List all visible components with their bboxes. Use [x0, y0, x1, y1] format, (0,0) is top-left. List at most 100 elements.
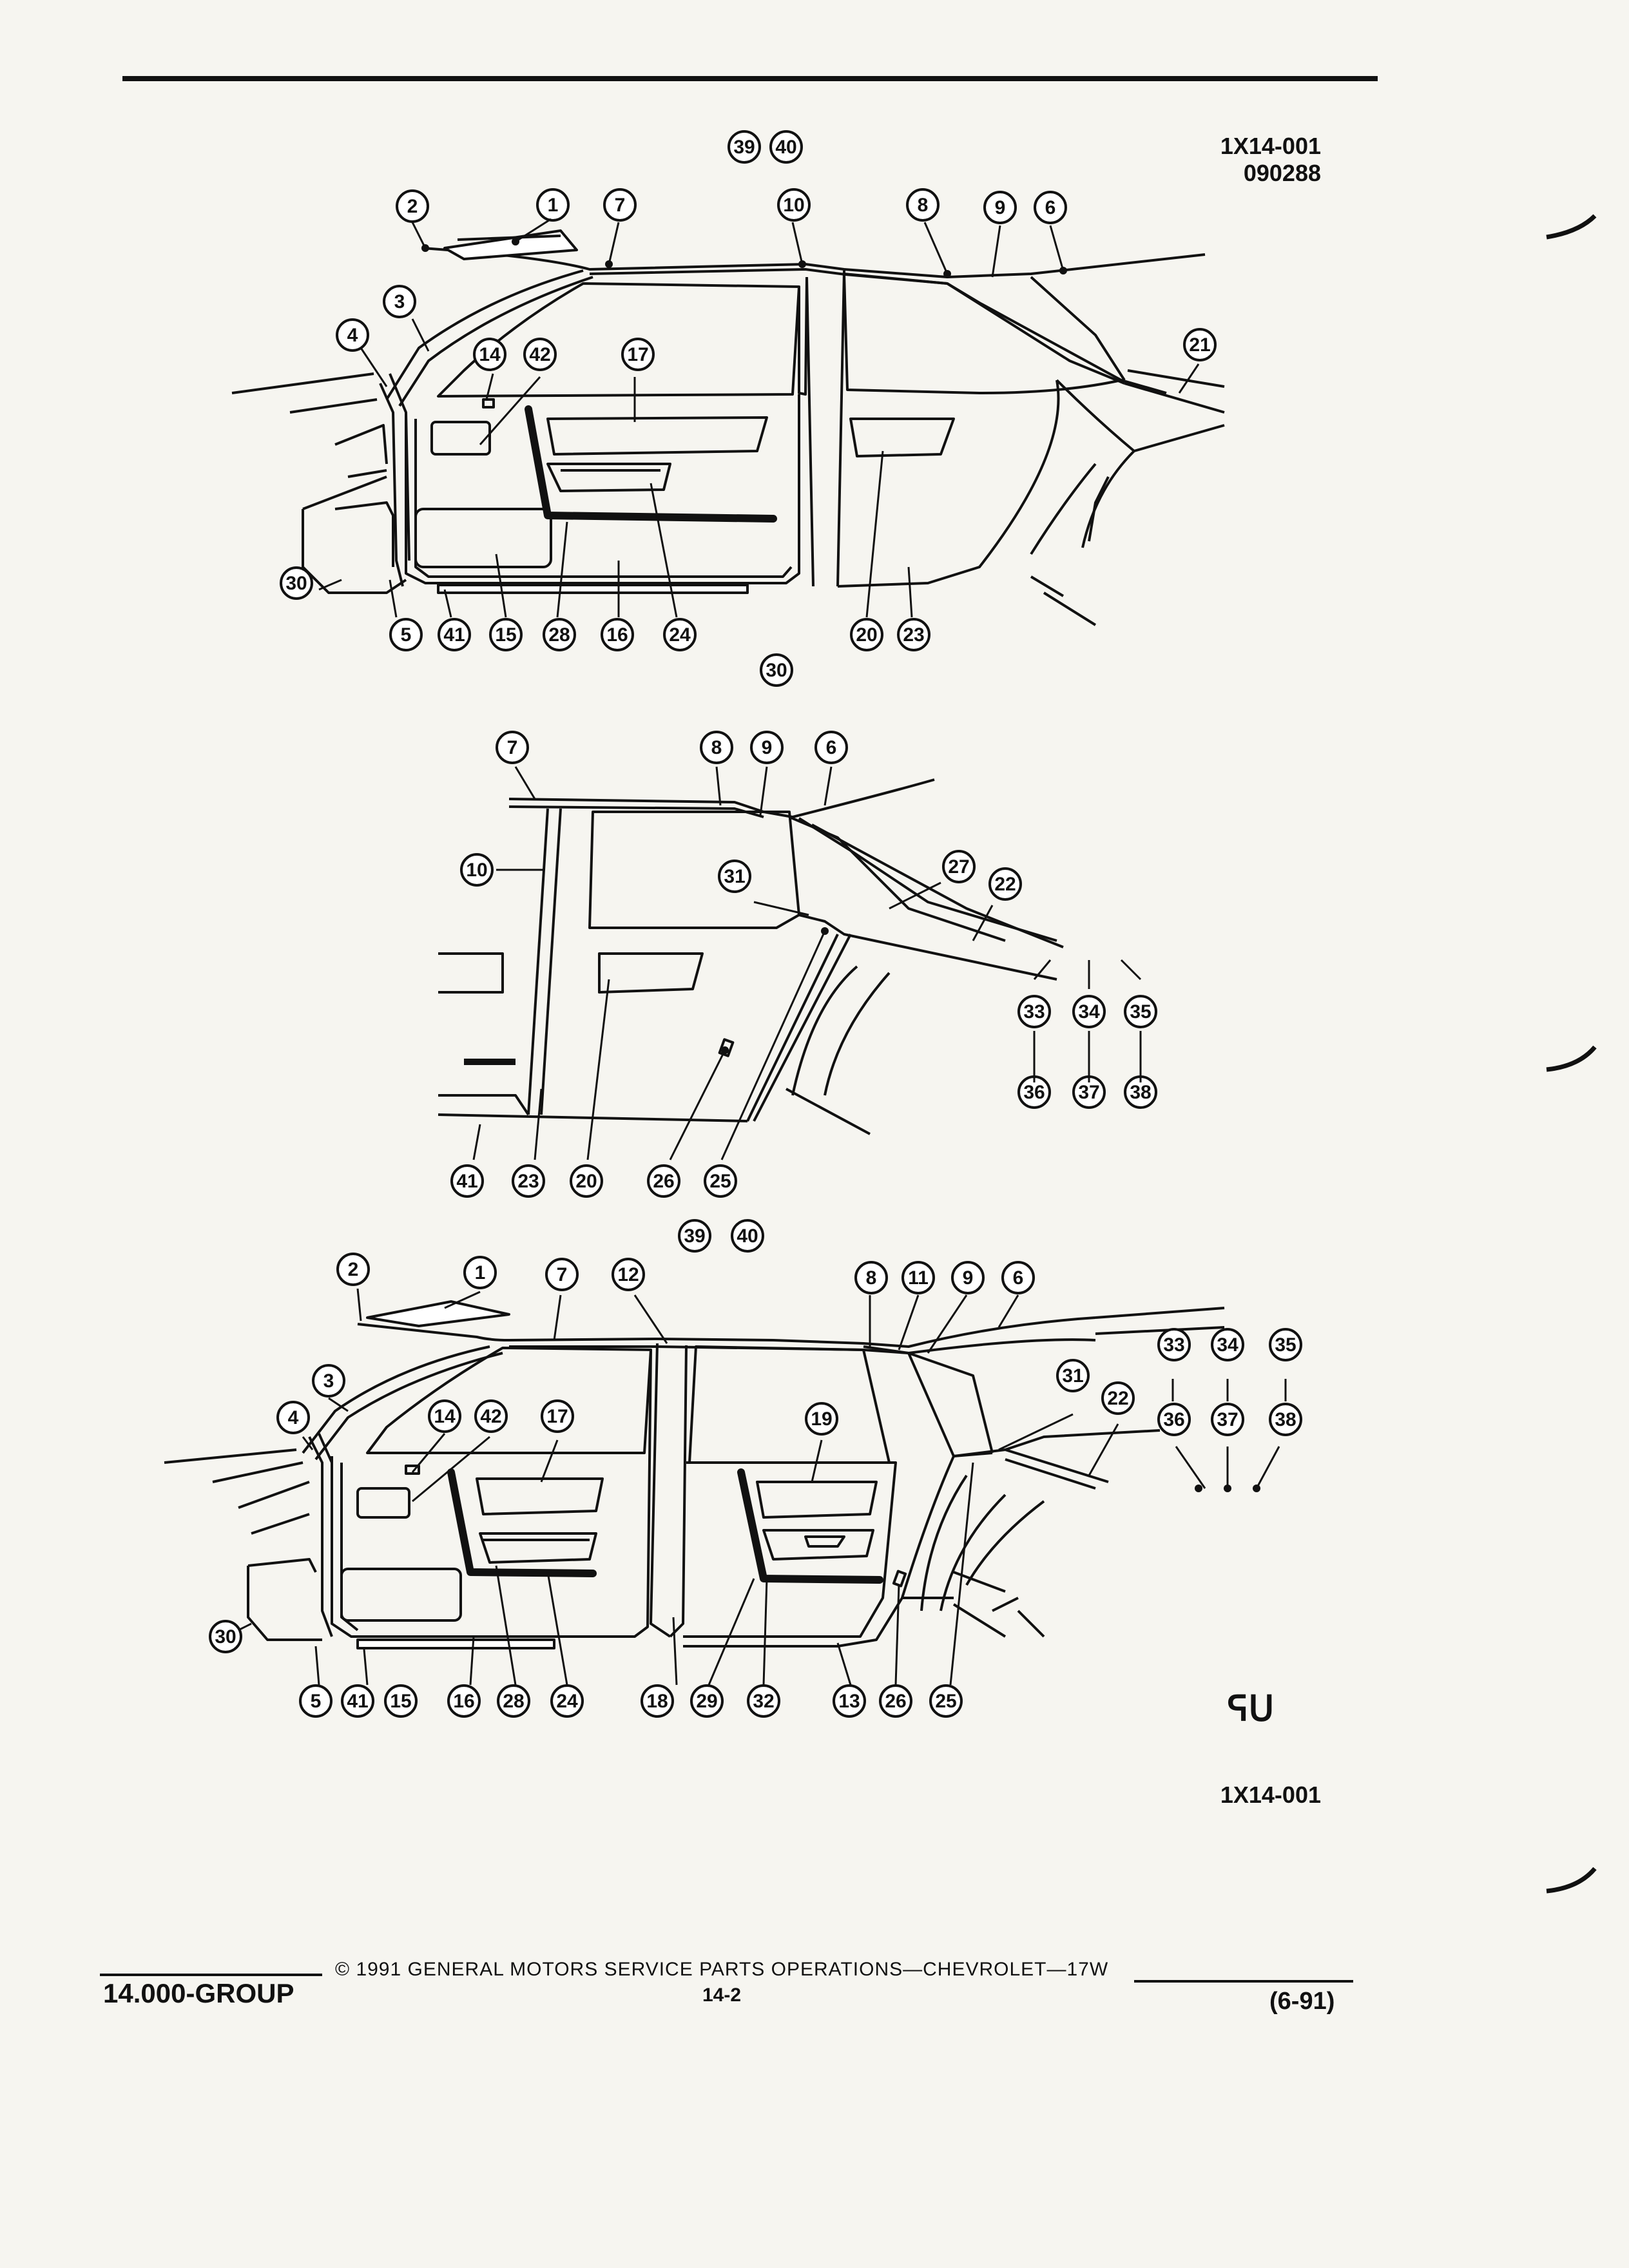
- callout-number: 39: [733, 137, 755, 158]
- callout-number: 40: [775, 137, 796, 158]
- callout-8: 8: [906, 188, 940, 222]
- callout-number: 32: [753, 1691, 774, 1712]
- callout-number: 4: [288, 1407, 299, 1428]
- callout-circle: [603, 188, 637, 222]
- callout-18: 18: [641, 1684, 674, 1718]
- callout-5: 5: [299, 1684, 333, 1718]
- callout-circle: [777, 188, 811, 222]
- callout-14: 14: [473, 338, 506, 371]
- callout-4: 4: [276, 1401, 310, 1434]
- callout-circle: [1269, 1403, 1302, 1436]
- callout-17: 17: [541, 1399, 574, 1433]
- callout-2: 2: [336, 1253, 370, 1286]
- callout-24: 24: [663, 618, 697, 651]
- callout-1: 1: [536, 188, 570, 222]
- callout-number: 16: [453, 1691, 474, 1712]
- callout-22: 22: [1101, 1381, 1135, 1415]
- callout-circle: [906, 188, 940, 222]
- callout-number: 26: [653, 1171, 674, 1192]
- callout-40: 40: [769, 130, 803, 164]
- callout-circle: [396, 189, 429, 223]
- callout-34: 34: [1211, 1328, 1244, 1361]
- callout-circle: [942, 850, 976, 883]
- callout-20: 20: [850, 618, 883, 651]
- callout-1: 1: [463, 1256, 497, 1289]
- callout-10: 10: [777, 188, 811, 222]
- callout-circle: [450, 1164, 484, 1198]
- callout-number: 42: [529, 344, 550, 365]
- callout-circle: [731, 1219, 764, 1253]
- callout-16: 16: [447, 1684, 481, 1718]
- callout-circle: [951, 1261, 985, 1294]
- callout-number: 36: [1023, 1082, 1045, 1103]
- callout-23: 23: [512, 1164, 545, 1198]
- callout-41: 41: [438, 618, 471, 651]
- callout-25: 25: [704, 1164, 737, 1198]
- callout-number: 8: [866, 1267, 877, 1289]
- callout-circle: [747, 1684, 780, 1718]
- callout-number: 20: [856, 624, 877, 646]
- callout-circle: [438, 618, 471, 651]
- callout-42: 42: [523, 338, 557, 371]
- callout-number: 9: [963, 1267, 974, 1289]
- callout-number: 31: [724, 866, 745, 887]
- callout-number: 25: [709, 1171, 731, 1192]
- callout-3: 3: [383, 285, 416, 318]
- callout-circle: [621, 338, 655, 371]
- callout-9: 9: [983, 191, 1017, 224]
- callout-circle: [570, 1164, 603, 1198]
- callout-28: 28: [497, 1684, 530, 1718]
- callout-circle: [336, 318, 369, 352]
- callout-circle: [460, 853, 494, 887]
- callout-number: 21: [1189, 334, 1210, 356]
- callout-circle: [496, 731, 529, 764]
- callout-circle: [1183, 328, 1217, 361]
- callout-number: 16: [606, 624, 628, 646]
- callout-number: 2: [348, 1259, 359, 1280]
- callout-circle: [497, 1684, 530, 1718]
- callout-number: 41: [443, 624, 465, 646]
- callout-number: 6: [1013, 1267, 1024, 1289]
- arrowheads: [421, 238, 1260, 1492]
- callout-circle: [447, 1684, 481, 1718]
- callout-12: 12: [612, 1258, 645, 1291]
- callout-circle: [545, 1258, 579, 1291]
- callout-9: 9: [750, 731, 784, 764]
- callout-number: 37: [1217, 1409, 1238, 1430]
- callout-circle: [988, 867, 1022, 901]
- callout-circle: [641, 1684, 674, 1718]
- callout-15: 15: [489, 618, 523, 651]
- manufacturer-logo: ᕋᑌ: [1228, 1689, 1275, 1728]
- callout-number: 22: [994, 874, 1016, 895]
- callout-circle: [750, 731, 784, 764]
- callout-5: 5: [389, 618, 423, 651]
- callout-number: 1: [475, 1262, 486, 1283]
- callout-circle: [647, 1164, 680, 1198]
- callout-42: 42: [474, 1399, 508, 1433]
- callout-circle: [543, 618, 576, 651]
- callout-17: 17: [621, 338, 655, 371]
- callout-36: 36: [1157, 1403, 1191, 1436]
- callout-number: 23: [517, 1171, 539, 1192]
- callout-33: 33: [1017, 995, 1051, 1028]
- callout-number: 19: [811, 1408, 832, 1430]
- callout-circle: [1211, 1328, 1244, 1361]
- callout-circle: [704, 1164, 737, 1198]
- callout-number: 35: [1275, 1334, 1296, 1356]
- callout-circle: [299, 1684, 333, 1718]
- callout-number: 10: [466, 860, 487, 881]
- callout-10: 10: [460, 853, 494, 887]
- callout-20: 20: [570, 1164, 603, 1198]
- callout-39: 39: [728, 130, 761, 164]
- callout-37: 37: [1211, 1403, 1244, 1436]
- callout-number: 38: [1275, 1409, 1296, 1430]
- callout-14: 14: [428, 1399, 461, 1433]
- callout-number: 28: [503, 1691, 524, 1712]
- callout-number: 6: [1045, 197, 1056, 218]
- callout-circle: [336, 1253, 370, 1286]
- callout-number: 30: [766, 660, 787, 681]
- callout-number: 26: [885, 1691, 906, 1712]
- callout-8: 8: [700, 731, 733, 764]
- callout-number: 41: [347, 1691, 368, 1712]
